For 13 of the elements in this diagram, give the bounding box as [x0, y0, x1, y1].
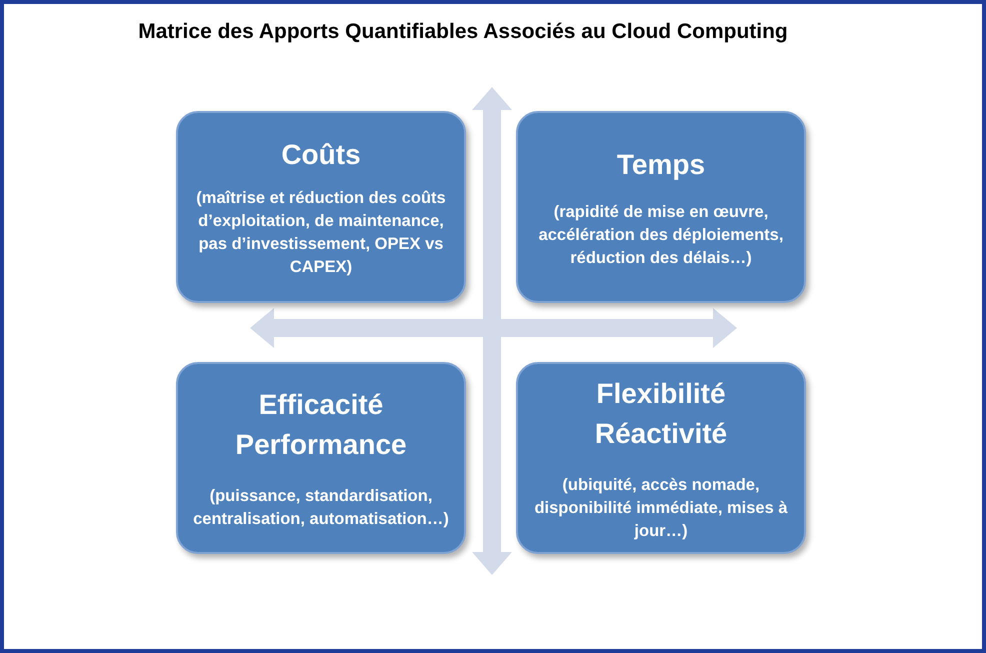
quadrant-description: (puissance, standardisation, centralisation, automatisation…): [192, 486, 450, 530]
quadrant-box: [176, 111, 466, 303]
quadrant-box: [176, 362, 466, 554]
quadrant-box: [516, 111, 806, 303]
quadrant-description: (ubiquité, accès nomade, disponibilité immédiate, mises à jour…): [533, 474, 789, 542]
quadrant-heading: Temps: [616, 148, 706, 182]
quadrant-heading: Coûts: [280, 138, 362, 172]
quadrant-heading: Efficacité Performance: [234, 388, 408, 462]
quadrant-box: [516, 362, 806, 554]
quadrant-heading: Flexibilité Réactivité: [594, 376, 728, 450]
quadrant-description: (rapidité de mise en œuvre, accélération des déploiements, réduction des délais…): [538, 202, 784, 268]
quadrant-description: (maîtrise et réduction des coûts d’exploitation, de maintenance, pas d’investissement, OPEX vs CAPEX): [195, 188, 447, 278]
title: Matrice des Apports Quantifiables Associés au Cloud Computing: [137, 19, 789, 45]
